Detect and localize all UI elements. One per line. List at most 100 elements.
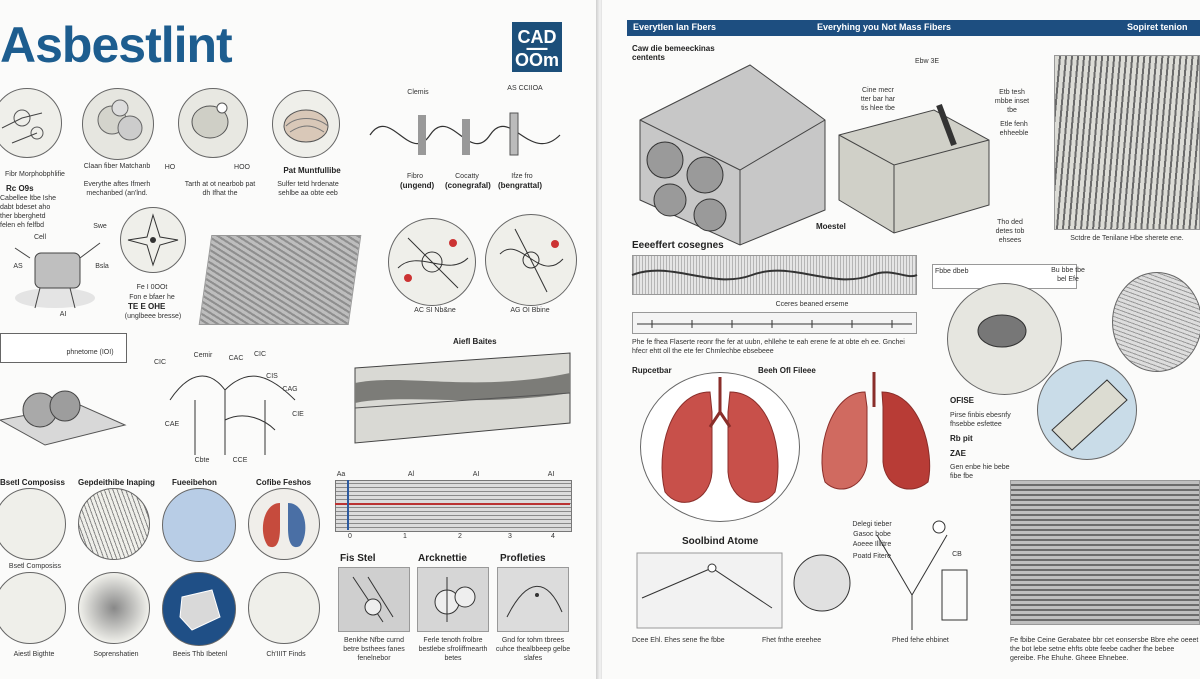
neural-network-diagram [169,375,296,455]
strip-label-0: Aa [336,471,346,478]
fiber-bundle-image [1054,55,1200,230]
header-center: Everyhing you Not Mass Fibers [817,22,952,32]
panel-properties [497,567,569,632]
atom-title: Soolbind Atome [682,536,759,547]
side-text: Cabellee ltbe Ishe dabt bdeset aho ther … [0,195,57,229]
lung-circle-2 [248,572,320,644]
fuel-circle-1 [162,488,236,562]
micro-circle-small [1112,272,1200,372]
lung-tag-4: Gen enbe hie bebe fibe fbe [950,464,1010,480]
panel-architecture-drawing [434,577,476,622]
panel-cap-0: Benkhe Nfbe curnd betre bsthees fanes fe… [343,637,405,662]
net-label-4: CAG [282,386,298,393]
timeline-strip [632,312,917,334]
strip-red-line [335,503,570,505]
strip-label-1: Al [407,471,415,478]
bottom-layer-title: Eeeeffert cosegnes [632,240,724,251]
fiber-sample-drawing [0,390,127,446]
wave-sub-bengrattal: (bengrattal) [498,181,542,190]
molecule-label-ho: HO [164,164,176,171]
strip-num-3: 3 [508,533,512,540]
net-label-9: CAE [164,421,180,428]
fiber-matching-subcaption: Everythe aftes Ifmerh mechanbed (an'lnd. [83,181,151,197]
diagram-cap-0: Poatd Fitere [852,553,892,560]
strip-num-4: 4 [551,533,555,540]
composite-caption: Cceres beaned erseme [775,301,849,308]
net-label-1: CAC [228,355,244,362]
left-page: Asbestlint CAD ▬▬▬ OOm Fibr Morphobphlif… [0,0,598,679]
star-caption-a: Fe I 0OOt [136,284,168,291]
network-drawing-left [397,237,469,289]
phenotype-label: phnetome (IOI) [66,349,114,356]
fiber-wave-diagram [369,112,561,156]
bottom-cap-3: Ch'IIIT Finds [266,651,306,658]
block-label-2: Etb tesh mbbe inset tbe [994,89,1030,114]
panel-title-0: Fis Stel [340,553,376,564]
device-label-as: AS [13,263,23,270]
fiber-morphology-caption: Fibr Morphobphlifie [5,171,65,178]
block-title: Caw die bemeeckinas centents [632,44,715,62]
fiber-composite-block [198,235,362,325]
strip-chart [335,480,572,532]
lung-medium-drawing [821,372,931,490]
star-caption-d: (unglbeee bresse) [124,313,182,320]
block-label-0: Ebw 3E [914,58,940,65]
network-drawing-right [499,228,564,293]
composite-circle-1 [0,488,66,560]
atom-diagram [636,552,851,629]
cad-logo: CAD ▬▬▬ OOm [512,22,562,72]
wave-sub-conegrafal: (conegrafal) [445,181,491,190]
atom-cap-0: Delegi tieber [852,521,892,528]
panel-cap-1: Ferle tenoth frolbre bestlebe sfroliffme… [418,637,488,662]
pattern-subcaption: Sulfer tetd hrdenate sehlbe aa obte eeb [277,181,339,197]
bottom-cap-2: Beeis Thb Ibetenl [172,651,228,658]
fiber-chunk-drawing [179,589,221,631]
fiber-bundle-caption: Sctdre de Tenilane Hbe sherete ene. [1070,235,1184,242]
net-label-2: CIC [253,351,267,358]
fiber-morphology-circle [0,88,62,158]
timeline-text: Phe fe fhea Flaserte reonr fhe fer at uu… [632,339,905,355]
lung-mini-drawing [262,503,306,548]
cell-device-drawing [14,242,101,309]
layered-block-drawing [639,64,826,246]
lung-tag-2: Rb pit [950,434,973,443]
network-caption-right: AG OI Bbine [510,307,550,314]
wave-cap-ifze: Ifze fro [511,173,533,180]
block-label-3: Etle fenh ehheeble [999,121,1029,137]
net-label-0: Cemir [193,352,213,359]
lung-label-right: Beeh Ofl Fileee [758,366,816,375]
wave-cap-fibro: Fibro [407,173,423,180]
stone-block-drawing [838,103,990,234]
side-title: Rc O9s [6,184,34,193]
row4-header-3: Cofibe Feshos [256,478,312,487]
device-label-bsla: Bsla [95,263,109,270]
panel-title-1: Arcknettie [418,553,467,564]
panel-cap-2: Gnd for tohm tbrees cuhce thealbbeep gel… [495,637,571,662]
lung-tag-3: ZAE [950,449,966,458]
final-caption: Fe fbibe Ceine Gerabatee bbr cet eonsers… [1010,637,1199,662]
star-caption-b: Fon e bfaer he [129,294,175,301]
row4-header-0: Bsetl Composiss [0,478,65,487]
fiber-morphology-drawing [1,109,44,144]
lung-label-left: Rupcetbar [632,366,672,375]
strip-num-2: 2 [458,533,462,540]
imaging-circle-1 [78,488,150,560]
block-label-1: Cine mecr tter bar har tis hlee tbe [860,87,896,112]
timeline-line [637,320,912,328]
wave-cap-cocatty: Cocatty [455,173,479,180]
side-label-right: Bu bbe tbe bel Efe [1051,267,1085,283]
atom-cap-2: Aoeee Illlitre [852,541,892,548]
fiber-matching-caption: Claan fiber Matchanb [83,163,151,170]
lung-circle-1 [248,488,320,560]
page-gutter [596,0,604,679]
imaging-circle-2 [78,572,150,644]
net-label-6: CIE [292,411,304,418]
row4-header-1: Gepdeithibe Inaping [78,478,155,487]
row4-header-2: Fueeibehon [172,478,217,487]
pattern-drawing [283,109,329,143]
tissue-layer-block [354,352,571,444]
device-label-ai: AI [59,311,67,318]
bottom-cap-r0: Dcee Ehl. Ehes sene fhe fbbe [632,637,725,644]
header-bar: Everytlen Ian Fbers Everyhing you Not Ma… [627,20,1200,36]
